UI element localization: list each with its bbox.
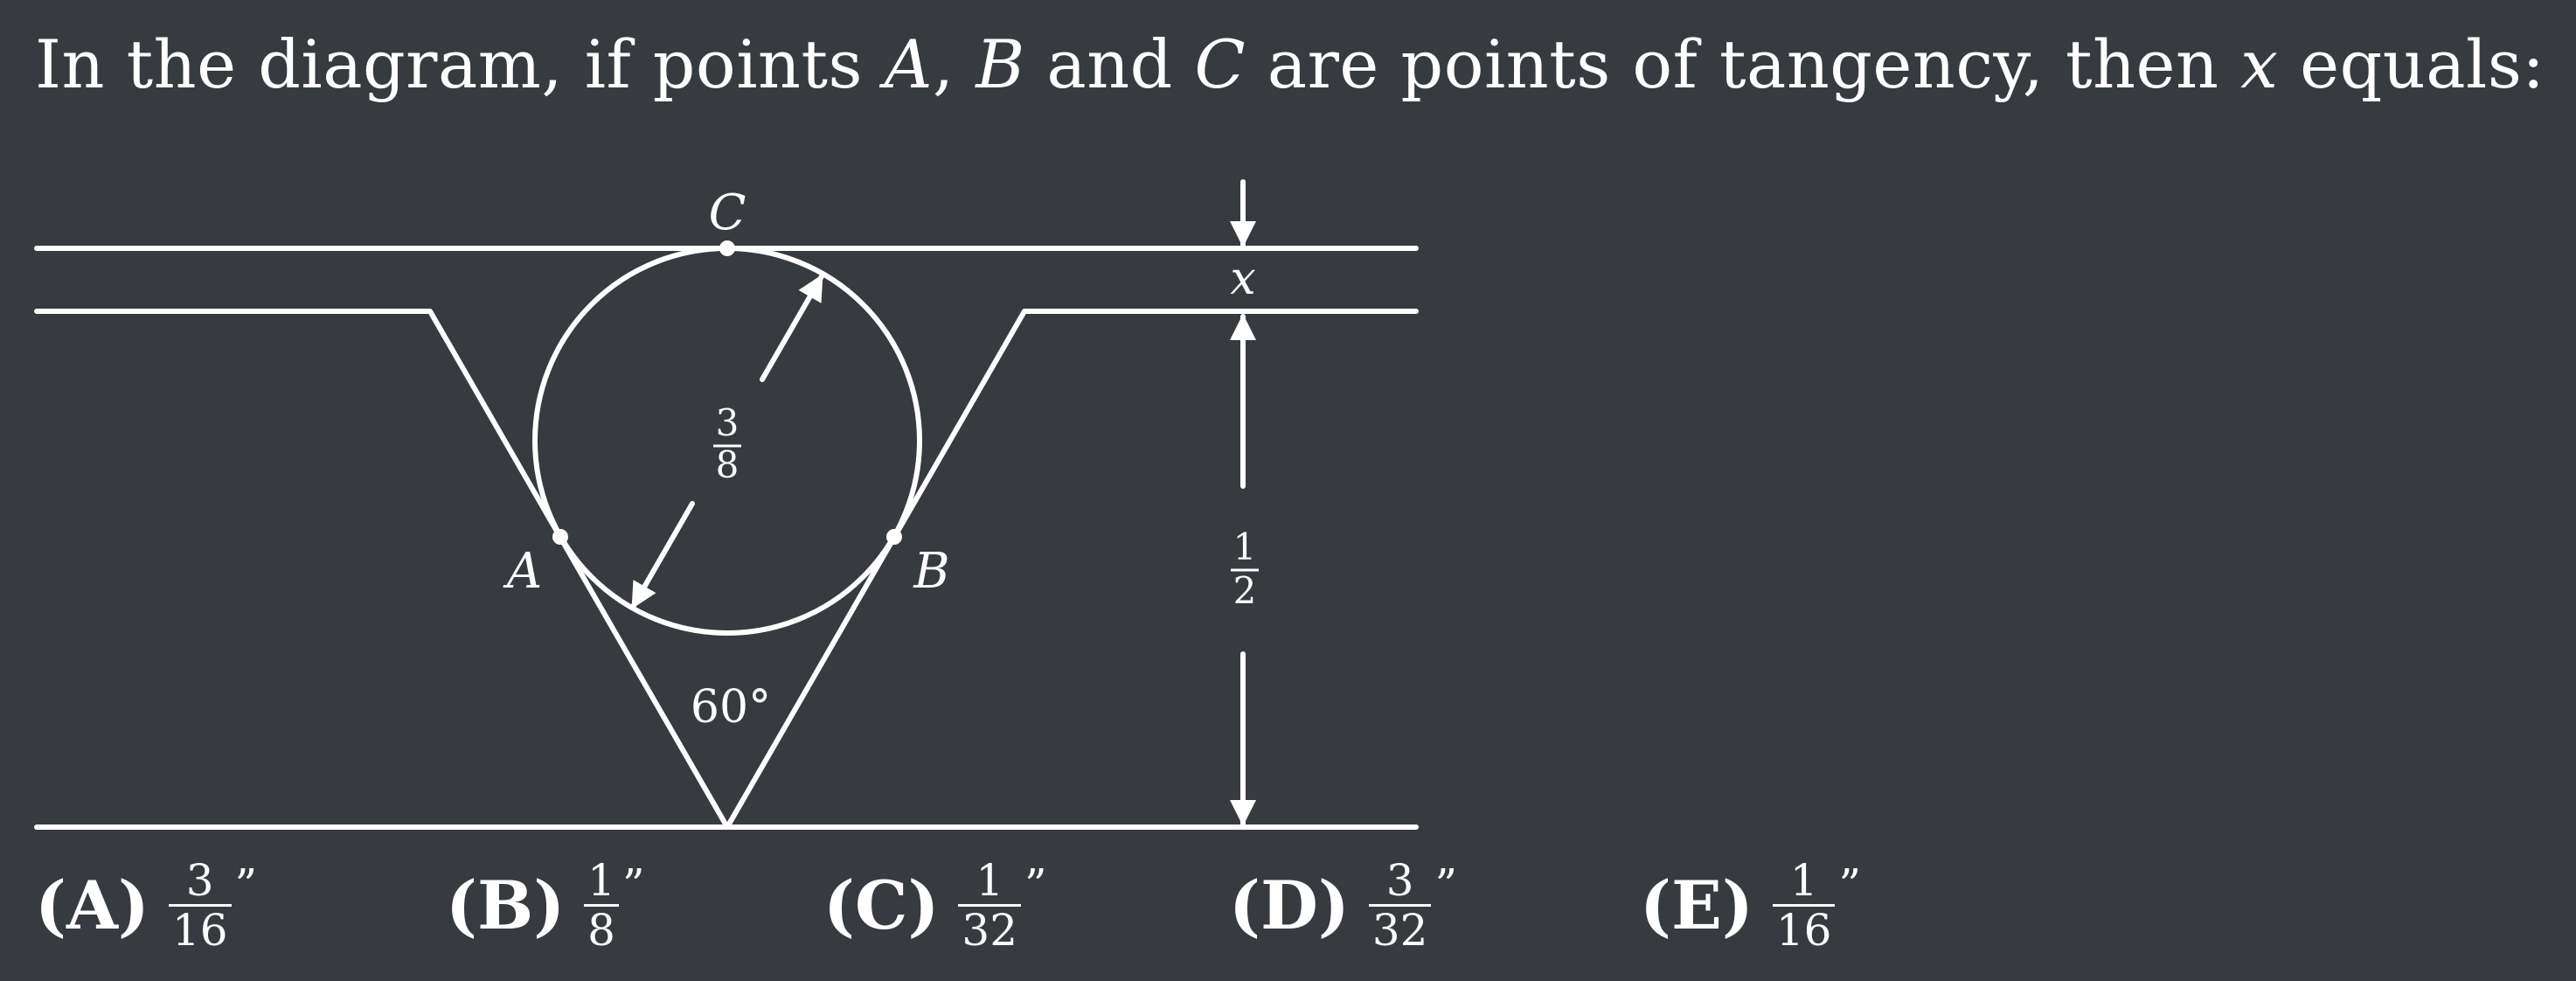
- point-a-label: A: [503, 543, 542, 600]
- fraction-bar: [958, 903, 1022, 907]
- v-groove-outline: [34, 309, 1419, 830]
- tangency-point-a: [552, 529, 568, 545]
- height-numerator: 1: [1233, 525, 1257, 568]
- question-part: ,: [933, 25, 976, 103]
- choice-fraction: 1 16: [1772, 854, 1836, 956]
- question-part: and: [1024, 25, 1195, 103]
- inch-mark: ”: [1024, 859, 1047, 910]
- choice-a[interactable]: (A) 3 16 ”: [35, 852, 257, 957]
- inch-mark: ”: [234, 859, 258, 910]
- choice-c[interactable]: (C) 1 32 ”: [823, 852, 1047, 957]
- choice-letter: (A): [35, 866, 149, 944]
- point-a-ref: A: [884, 25, 934, 103]
- choice-b[interactable]: (B) 1 8 ”: [446, 852, 645, 957]
- point-c-ref: C: [1194, 25, 1246, 103]
- fraction-numerator: 1: [976, 854, 1004, 906]
- choice-letter: (C): [823, 866, 940, 944]
- radius-arrow-lower: [630, 501, 695, 609]
- choice-e[interactable]: (E) 1 16 ”: [1640, 852, 1861, 957]
- choice-fraction: 3 16: [168, 854, 232, 956]
- height-denominator: 2: [1233, 569, 1257, 612]
- x-label: x: [1230, 253, 1255, 305]
- fraction-denominator: 8: [587, 904, 615, 956]
- radius-numerator: 3: [716, 401, 739, 444]
- fraction-bar: [1368, 903, 1432, 907]
- tangency-point-c: [719, 240, 735, 256]
- question-part: In the diagram, if points: [35, 25, 885, 103]
- inch-mark: ”: [1434, 859, 1458, 910]
- fraction-denominator: 32: [1371, 904, 1428, 956]
- choice-fraction: 1 32: [958, 854, 1022, 956]
- fraction-numerator: 1: [587, 854, 615, 906]
- fraction-bar: [1772, 903, 1836, 907]
- inch-mark: ”: [1838, 859, 1862, 910]
- fraction-numerator: 1: [1789, 854, 1818, 906]
- fraction-numerator: 3: [1385, 854, 1414, 906]
- question-part: equals:: [2278, 25, 2545, 103]
- variable-x-ref: x: [2240, 25, 2279, 103]
- fraction-bar: [168, 903, 232, 907]
- point-c-label: C: [709, 184, 746, 241]
- inch-mark: ”: [621, 859, 645, 910]
- point-b-label: B: [913, 543, 949, 600]
- fraction-denominator: 16: [1775, 904, 1832, 956]
- tangency-point-b: [886, 529, 902, 545]
- radius-fraction: 3 8: [713, 401, 741, 486]
- question-part: are points of tangency, then: [1246, 25, 2241, 103]
- choice-letter: (E): [1640, 866, 1753, 944]
- radius-denominator: 8: [716, 443, 739, 486]
- choice-fraction: 1 8: [584, 857, 619, 954]
- choice-letter: (D): [1229, 866, 1350, 944]
- fraction-bar: [584, 903, 619, 907]
- fraction-numerator: 3: [185, 854, 214, 906]
- choice-fraction: 3 32: [1368, 854, 1432, 956]
- point-b-ref: B: [976, 25, 1025, 103]
- radius-arrow-upper: [760, 274, 824, 382]
- fraction-denominator: 32: [962, 904, 1018, 956]
- question-text: In the diagram, if points A, B and C are…: [35, 24, 2545, 105]
- height-fraction: 1 2: [1231, 525, 1259, 612]
- choice-d[interactable]: (D) 3 32 ”: [1229, 852, 1457, 957]
- choice-letter: (B): [446, 866, 566, 944]
- angle-label: 60°: [691, 681, 771, 734]
- fraction-denominator: 16: [171, 904, 228, 956]
